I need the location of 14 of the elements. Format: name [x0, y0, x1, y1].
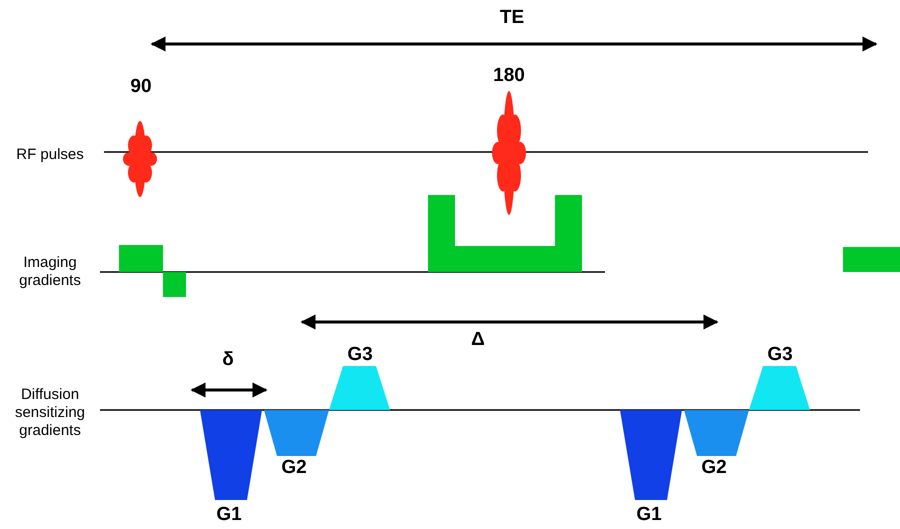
row-label: RF pulses — [15, 146, 85, 164]
gradient-label: G2 — [281, 457, 307, 479]
row-label: Imaging gradients — [18, 254, 82, 290]
gradient-label: G1 — [636, 504, 662, 526]
gradient-label: G3 — [347, 344, 373, 366]
dimension-label: TE — [500, 7, 524, 29]
gradient-label: G1 — [216, 504, 242, 526]
pulse-angle-label: 90 — [130, 76, 152, 98]
pulse-angle-label: 180 — [493, 65, 525, 87]
dimension-label: Δ — [471, 329, 485, 351]
gradient-label: G3 — [767, 344, 793, 366]
dimension-label: δ — [222, 349, 234, 371]
gradient-label: G2 — [701, 457, 727, 479]
row-label: Diffusion sensitizing gradients — [14, 386, 86, 440]
